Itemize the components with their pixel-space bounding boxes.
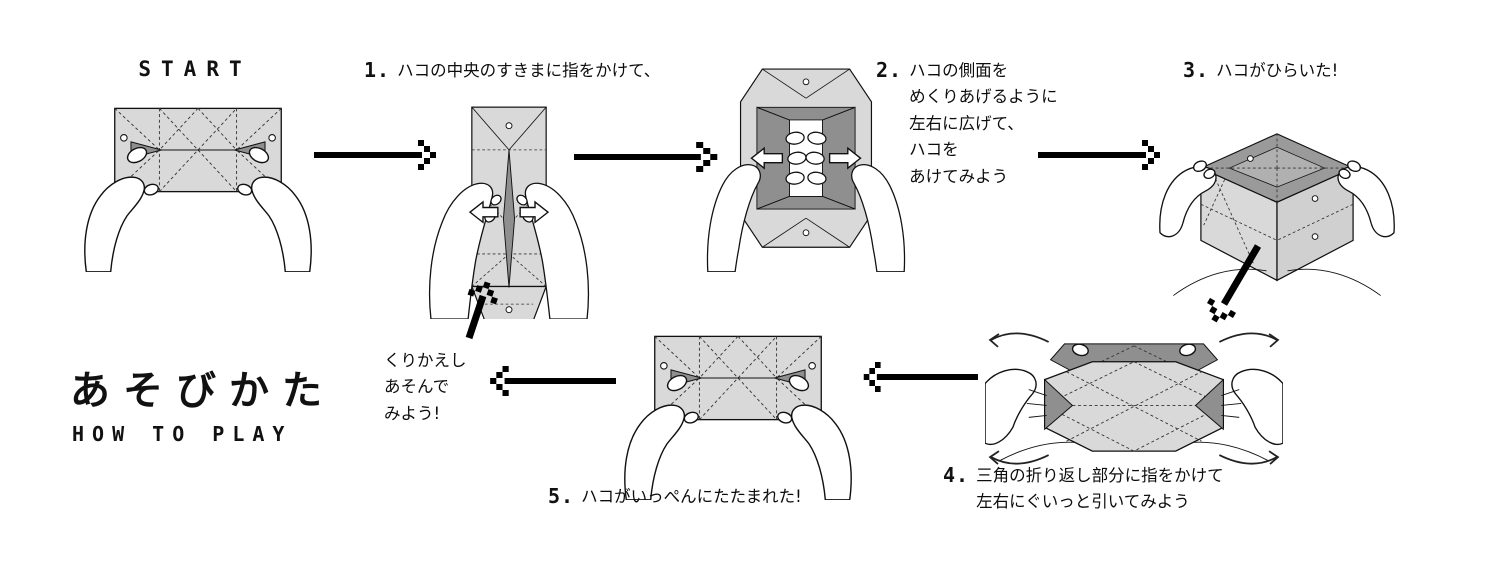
illustration-step-2-opening-box — [706, 68, 906, 272]
step-2-text: ハコの側面を めくりあげるように 左右に広げて、 ハコを あけてみよう — [909, 61, 1058, 186]
step-1-text: ハコの中央のすきまに指をかけて、 — [397, 61, 661, 80]
step-1-caption: 1. ハコの中央のすきまに指をかけて、 — [364, 58, 660, 84]
illustration-step-1-fingers-in-gap — [428, 106, 590, 319]
flow-arrow-2-to-3-icon — [1038, 140, 1160, 170]
pull-direction-arrows-icon — [988, 332, 1280, 465]
illustration-start-flat-box — [66, 94, 330, 272]
start-label: START — [138, 57, 252, 81]
step-2-number: 2. — [876, 58, 903, 82]
step-4-number: 4. — [943, 463, 970, 487]
spread-left-arrow-icon — [750, 146, 784, 170]
spread-left-arrow-icon — [468, 200, 499, 224]
step-4-text: 三角の折り返し部分に指をかけて 左右にぐいっと引いてみよう — [976, 466, 1224, 512]
illustration-step-4-pull-sides — [985, 332, 1283, 465]
flow-arrow-5-to-repeat-icon — [490, 366, 616, 396]
flow-arrow-repeat-to-1-icon — [465, 281, 498, 340]
repeat-note: くりかえし あそんで みよう! — [384, 351, 467, 423]
step-2-caption: 2. ハコの側面を めくりあげるように 左右に広げて、 ハコを あけてみよう — [876, 58, 1058, 190]
spread-right-arrow-icon — [519, 200, 550, 224]
flow-arrow-1-to-2-icon — [574, 142, 718, 172]
illustration-step-5-flat-box — [606, 322, 870, 500]
step-3-caption: 3. ハコがひらいた! — [1183, 58, 1338, 84]
step-5-caption: 5. ハコがいっぺんにたたまれた! — [548, 484, 802, 510]
step-3-text: ハコがひらいた! — [1216, 61, 1339, 80]
spread-right-arrow-icon — [828, 146, 862, 170]
flow-arrow-4-to-5-icon — [863, 362, 978, 392]
step-3-number: 3. — [1183, 58, 1210, 82]
page-title-japanese: あそびかた — [70, 368, 335, 414]
page-title-english: HOW TO PLAY — [72, 422, 293, 446]
flow-arrow-3-to-4-icon — [1207, 244, 1262, 323]
step-5-text: ハコがいっぺんにたたまれた! — [581, 487, 802, 506]
step-5-number: 5. — [548, 484, 575, 508]
step-1-number: 1. — [364, 58, 391, 82]
step-4-caption: 4. 三角の折り返し部分に指をかけて 左右にぐいっと引いてみよう — [943, 463, 1224, 516]
